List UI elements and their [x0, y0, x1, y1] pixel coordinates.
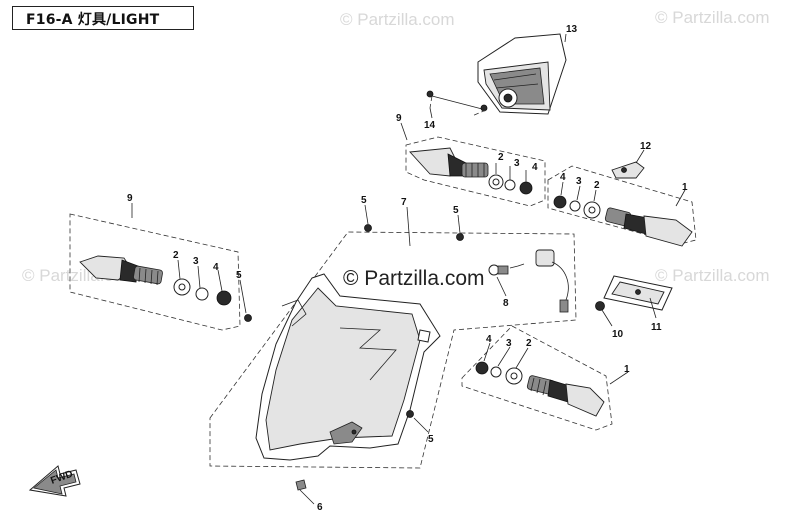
callout-8: 8 — [503, 298, 509, 309]
callout-2-left: 2 — [173, 250, 179, 261]
leader-10 — [601, 309, 613, 327]
watermark-center: © Partzilla.com — [343, 267, 485, 290]
callout-7: 7 — [401, 197, 407, 208]
nut-4-upper — [519, 181, 533, 195]
washer-3-lower — [490, 366, 502, 378]
callout-4-upper: 4 — [532, 162, 538, 173]
callout-3-left: 3 — [193, 256, 199, 267]
leader-5-bottom — [413, 417, 429, 433]
screw-5-top — [364, 224, 372, 232]
callout-9-upper: 9 — [396, 113, 402, 124]
leader-9-upper — [400, 122, 408, 141]
callout-2-lower: 2 — [526, 338, 532, 349]
leader-2-upper-right — [593, 189, 597, 202]
leader-2-lower — [515, 347, 529, 369]
callout-2-upper-right: 2 — [594, 180, 600, 191]
callout-3-upper: 3 — [514, 158, 520, 169]
leader-5-left — [239, 279, 247, 314]
washer-3-upper-right — [569, 200, 581, 212]
leader-3-upper-right — [576, 185, 581, 201]
diagram-title-box — [12, 6, 194, 30]
callout-13: 13 — [566, 24, 578, 35]
clip-6 — [295, 479, 307, 491]
blinker-lens-lower-right — [526, 375, 605, 417]
group-box-7-headlight — [209, 231, 577, 469]
leader-3-left — [197, 265, 201, 289]
washer-3-left — [195, 287, 209, 301]
leader-5-top — [364, 204, 369, 225]
leader-4-left — [217, 269, 223, 292]
washer-2-upper-hole — [492, 178, 500, 186]
leader-12 — [635, 149, 645, 164]
leader-2-left — [177, 259, 181, 280]
callout-3-upper-right: 3 — [576, 176, 582, 187]
callout-4-left: 4 — [213, 262, 219, 273]
callout-2-upper: 2 — [498, 152, 504, 163]
leader-1-upper — [675, 189, 686, 207]
blinker-lens-upper-right — [604, 207, 693, 247]
watermark-top-center: © Partzilla.com — [340, 10, 455, 29]
washer-2-lower-hole — [510, 372, 518, 380]
leader-14-b — [429, 107, 433, 119]
nut-10 — [595, 301, 605, 311]
leader-3-lower — [497, 346, 511, 367]
callout-11: 11 — [651, 322, 662, 333]
watermark-right: © Partzilla.com — [655, 266, 770, 285]
leader-6 — [299, 489, 315, 505]
callout-10: 10 — [612, 329, 624, 340]
screw-5-left — [244, 314, 252, 322]
group-box-9-upper — [405, 136, 546, 207]
callout-9-left: 9 — [127, 193, 133, 204]
callout-1-upper: 1 — [682, 182, 688, 193]
leader-4-upper-right — [560, 181, 564, 196]
callout-12: 12 — [640, 141, 652, 152]
callout-6: 6 — [317, 502, 323, 513]
leader-1-lower — [609, 371, 629, 385]
callout-14: 14 — [424, 120, 436, 131]
screw-5-bottom — [406, 410, 414, 418]
bulb-socket-8 — [488, 249, 569, 313]
callout-5-bottom: 5 — [428, 434, 434, 445]
callout-5-left: 5 — [236, 270, 242, 281]
nut-4-lower — [475, 361, 489, 375]
nut-4-left — [216, 290, 232, 306]
washer-2-left-hole — [178, 283, 186, 291]
group-box-1-lower — [461, 325, 613, 431]
blinker-lens-left — [79, 255, 163, 286]
watermark-top-right: © Partzilla.com — [655, 8, 770, 27]
forward-arrow-icon: FWD — [28, 465, 81, 497]
callout-4-upper-right: 4 — [560, 172, 566, 183]
leader-5-mid — [457, 214, 461, 234]
leader-11 — [649, 297, 657, 319]
screw-5-mid — [456, 233, 464, 241]
leader-7 — [406, 206, 411, 247]
blinker-lens-upper-left — [409, 147, 489, 178]
bracket-12 — [611, 161, 645, 179]
callout-5-top: 5 — [361, 195, 367, 206]
callout-4-lower: 4 — [486, 334, 492, 345]
callout-1-lower: 1 — [624, 364, 630, 375]
tail-light-13 — [477, 33, 567, 115]
washer-2-upper-right-hole — [588, 206, 596, 214]
leader-13 — [564, 33, 567, 43]
callout-3-lower: 3 — [506, 338, 512, 349]
group-box-1-upper — [547, 165, 697, 245]
nut-4-upper-right — [553, 195, 567, 209]
group-box-9-left — [69, 213, 241, 331]
callout-5-mid: 5 — [453, 205, 459, 216]
washer-3-upper — [504, 179, 516, 191]
leader-4-lower — [483, 342, 491, 362]
headlight-housing — [255, 273, 441, 461]
reflector-11 — [603, 275, 673, 311]
leader-14-a — [431, 95, 487, 111]
leader-8 — [496, 276, 507, 297]
diagram-title: F16-A 灯具/LIGHT — [26, 12, 160, 28]
leader-14-dashed — [429, 95, 487, 117]
